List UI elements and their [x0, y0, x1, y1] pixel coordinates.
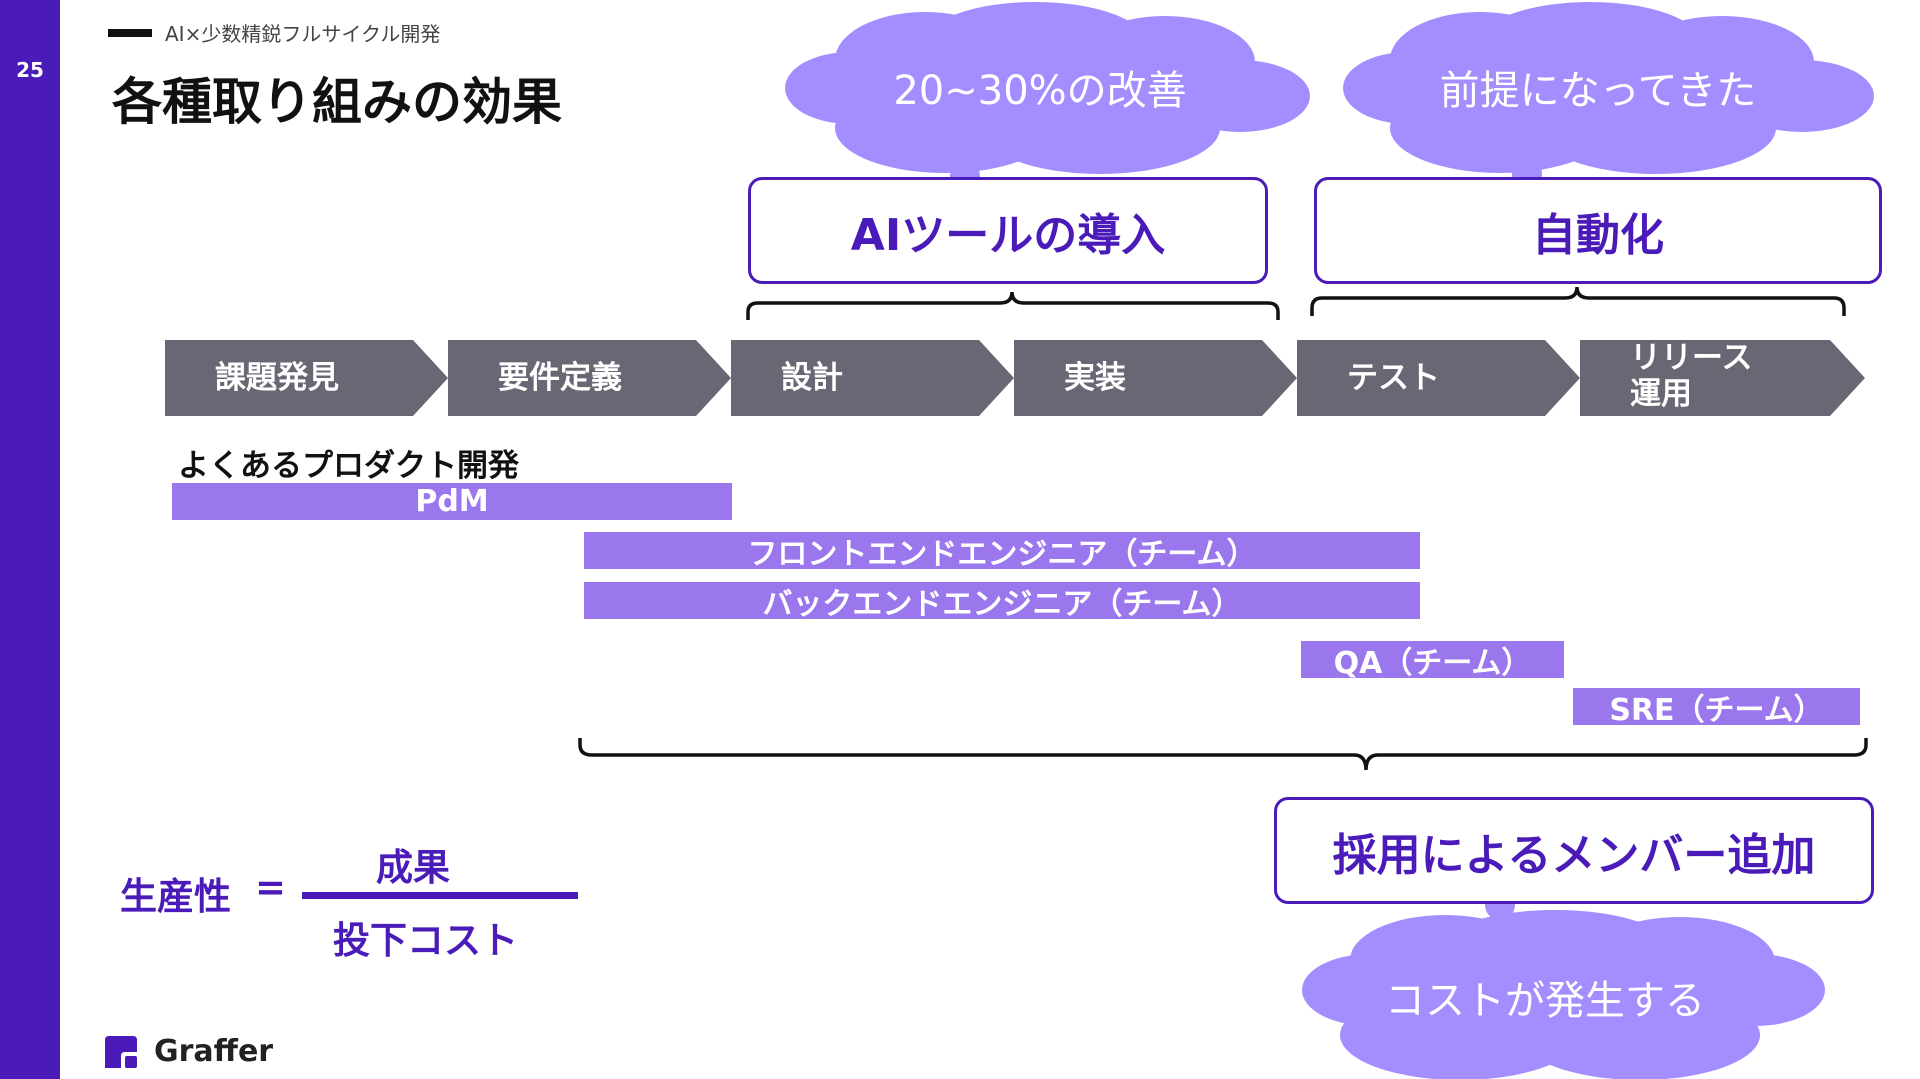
graffer-logo-icon: [105, 1036, 137, 1068]
sidebar-strip: [0, 0, 60, 1079]
box-hiring: 採用によるメンバー追加: [1274, 797, 1874, 904]
slide-subtitle: AI×少数精鋭フルサイクル開発: [165, 22, 441, 46]
step-label-2: 要件定義: [498, 360, 622, 396]
step-label-1: 課題発見: [215, 360, 339, 396]
step-label-3: 設計: [781, 360, 843, 396]
role-bar-pdm: PdM: [172, 483, 732, 520]
arrow-step-3: [731, 340, 1014, 416]
arrow-step-1: [165, 340, 448, 416]
formula-numerator: 成果: [376, 846, 450, 889]
step-label-5: テスト: [1347, 360, 1440, 396]
page-number: 25: [16, 58, 44, 82]
step-label-6: リリース 運用: [1630, 340, 1753, 412]
section-label: よくあるプロダクト開発: [178, 448, 519, 484]
formula-denominator: 投下コスト: [333, 919, 518, 962]
box-automation: 自動化: [1314, 177, 1882, 284]
step-label-4: 実装: [1064, 360, 1126, 396]
brace-automation: [1310, 286, 1846, 316]
cloud-ai-effect: [785, 2, 1310, 196]
cloud-auto-effect: [1343, 2, 1874, 194]
role-bar-sre: SRE（チーム）: [1573, 688, 1860, 728]
logo-text: Graffer: [154, 1034, 274, 1069]
cloud-ai-effect-text: 20~30%の改善: [893, 68, 1187, 114]
subtitle-marker: [108, 29, 152, 37]
formula-fraction-line: [302, 892, 578, 899]
cloud-hire-effect: [1302, 884, 1825, 1079]
arrow-step-4: [1014, 340, 1297, 416]
role-bar-backend: バックエンドエンジニア（チーム）: [584, 582, 1420, 622]
formula-lhs: 生産性: [120, 875, 231, 918]
cloud-hire-effect-text: コストが発生する: [1385, 978, 1705, 1024]
arrow-step-6: [1580, 340, 1865, 416]
cloud-auto-effect-text: 前提になってきた: [1439, 68, 1757, 114]
slide-title: 各種取り組みの効果: [112, 73, 562, 131]
role-bar-qa: QA（チーム）: [1301, 641, 1564, 681]
role-bar-frontend: フロントエンドエンジニア（チーム）: [584, 532, 1420, 572]
box-ai-tools: AIツールの導入: [748, 177, 1268, 284]
arrow-step-2: [448, 340, 731, 416]
brace-ai-tools: [746, 291, 1280, 320]
formula-equals: =: [255, 866, 287, 909]
process-arrows: [165, 340, 1865, 416]
brace-hiring: [578, 738, 1868, 771]
arrow-step-5: [1297, 340, 1580, 416]
